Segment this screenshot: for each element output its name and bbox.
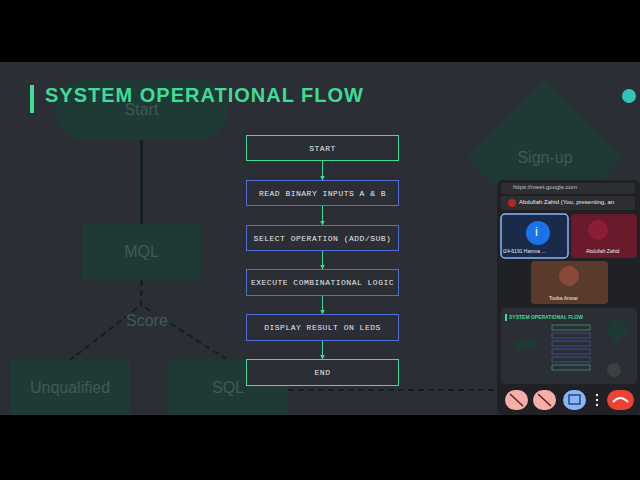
avatar: [588, 220, 608, 240]
process-box: EXECUTE COMBINATIONAL LOGIC: [246, 269, 399, 296]
connector: [322, 161, 323, 180]
thumb-box: [552, 333, 590, 338]
present-icon: [569, 395, 580, 404]
thumb-box: [552, 357, 590, 362]
participant-tile: [571, 214, 637, 258]
accent-dot: [622, 89, 636, 103]
participant-name: i24-6191 Hamna ...: [503, 248, 546, 254]
node-text: Sign-up: [517, 149, 572, 167]
thumb-box: [552, 325, 590, 330]
participant-name: Tooba Anwar: [549, 295, 578, 301]
more-dot: [596, 394, 598, 396]
faded-box: Unqualified: [10, 360, 130, 415]
process-box: DISPLAY RESULT ON LEDS: [246, 314, 399, 341]
edge-note: Score: [126, 312, 168, 330]
thumb-box: [552, 349, 590, 354]
participant-tile: [501, 214, 568, 258]
process-box: SELECT OPERATION (ADD/SUB): [246, 225, 399, 251]
connector: [140, 140, 143, 224]
presenter-text: Abdullah Zahid (You, presenting, an: [519, 199, 614, 205]
thumb-diamond: [604, 316, 630, 344]
recording-dot: [508, 199, 516, 207]
camera-icon: [538, 394, 551, 406]
avatar: [559, 266, 579, 286]
faded-line: [288, 389, 500, 391]
node-text: DISPLAY RESULT ON LEDS: [264, 323, 381, 332]
thumb-bar: [505, 314, 507, 321]
url-text: https://meet.google.com: [513, 184, 577, 190]
faded-box: MQL: [82, 224, 201, 280]
mic-button: [505, 390, 528, 410]
node-text: EXECUTE COMBINATIONAL LOGIC: [251, 278, 394, 287]
terminal-box: END: [246, 359, 399, 386]
connector: [322, 341, 323, 359]
camera-button: [533, 390, 556, 410]
end-call-button: [607, 390, 634, 410]
process-box: READ BINARY INPUTS A & B: [246, 180, 399, 206]
connector: [322, 251, 323, 269]
connector: [322, 206, 323, 225]
end-call-icon: [613, 398, 628, 402]
thumbnail-title: SYSTEM OPERATIONAL FLOW: [509, 314, 583, 320]
node-text: SELECT OPERATION (ADD/SUB): [254, 234, 392, 243]
node-text: SQL: [212, 379, 244, 397]
name-bar: [501, 196, 635, 210]
node-text: START: [309, 144, 336, 153]
node-text: END: [315, 368, 331, 377]
more-dot: [596, 399, 598, 401]
mic-icon: [510, 394, 523, 406]
node-text: MQL: [124, 243, 159, 261]
avatar: [526, 221, 550, 245]
slide-title: SYSTEM OPERATIONAL FLOW: [45, 84, 364, 107]
title-bar: [30, 85, 34, 113]
connector: [322, 296, 323, 314]
screen-thumbnail: [501, 308, 637, 384]
node-text: Unqualified: [30, 379, 110, 397]
participant-tile: [531, 261, 608, 304]
slide-area: [0, 62, 640, 415]
thumb-box: [515, 340, 537, 350]
terminal-box: START: [246, 135, 399, 161]
annotate-button: [607, 363, 621, 377]
participant-name: Abdullah Zahid: [586, 248, 619, 254]
url-bar: [501, 183, 635, 194]
present-button: [563, 390, 586, 410]
avatar-letter: i: [535, 224, 538, 239]
panel-frame: [497, 180, 640, 415]
node-text: READ BINARY INPUTS A & B: [259, 189, 386, 198]
thumb-box: [552, 341, 590, 346]
thumb-box: [552, 365, 590, 370]
more-dot: [596, 404, 598, 406]
